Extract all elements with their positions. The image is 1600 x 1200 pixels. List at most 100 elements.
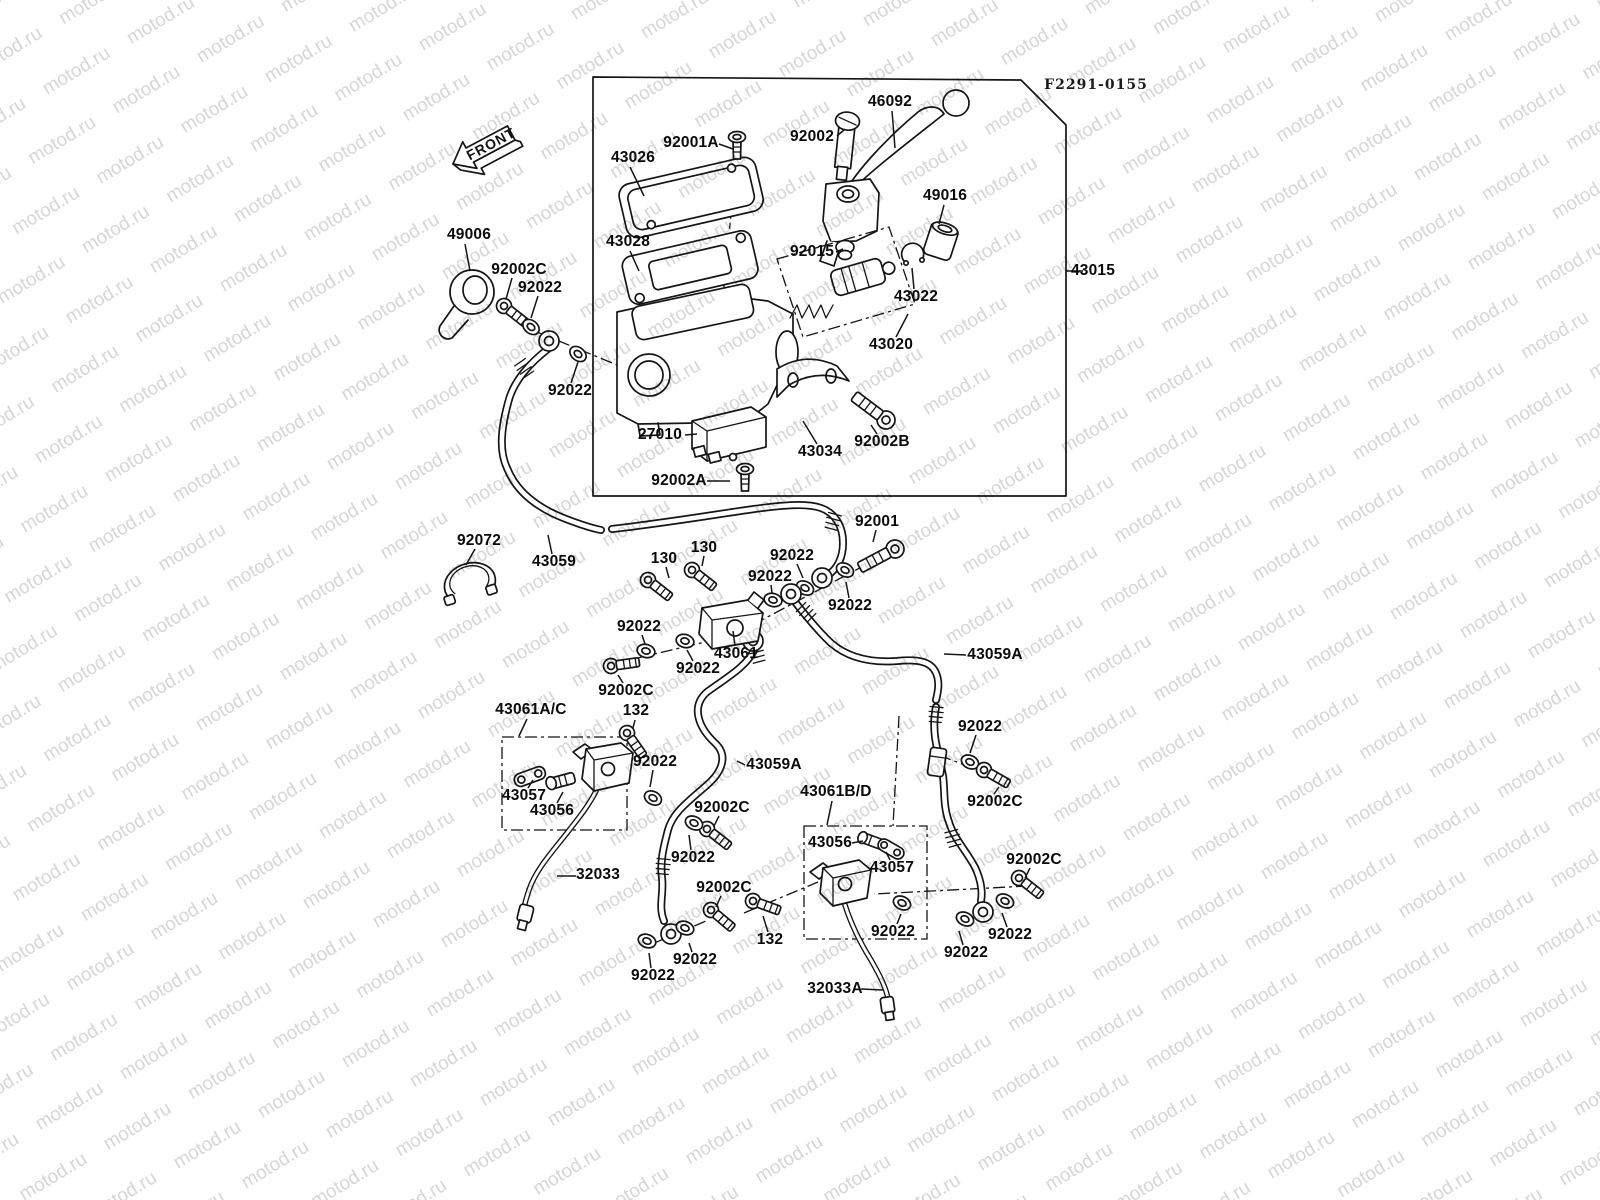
brake-hose-43059a-right (791, 598, 986, 905)
part-label-43057-34: 43057 (501, 787, 547, 804)
piston-kit-43020-drawing (776, 226, 916, 338)
leader-line-14 (684, 433, 698, 436)
leader-line-49 (993, 786, 1000, 795)
leader-line-15 (802, 420, 818, 445)
part-label-92022-42: 92022 (630, 967, 676, 984)
part-label-43057-45: 43057 (869, 859, 915, 876)
leader-line-12 (530, 295, 539, 319)
part-label-92022-46: 92022 (870, 923, 916, 940)
part-label-130-20: 130 (650, 550, 678, 567)
leader-line-3 (836, 128, 846, 137)
leader-line-29 (617, 674, 624, 684)
leader-line-22 (770, 584, 773, 594)
leader-line-26 (641, 634, 646, 645)
joint-43061ac-drawing (513, 742, 634, 792)
part-label-92002c-51: 92002C (1006, 851, 1062, 868)
part-label-46092-2: 46092 (867, 93, 913, 110)
part-label-92022-22: 92022 (747, 568, 793, 585)
leader-line-18 (465, 548, 476, 566)
joint-43061bd-drawing (809, 830, 905, 907)
leader-lines (464, 110, 1083, 991)
leader-line-41 (688, 942, 693, 953)
part-label-43026-1: 43026 (610, 149, 656, 166)
part-label-27010-14: 27010 (637, 426, 683, 443)
part-label-92022-33: 92022 (632, 753, 678, 770)
leader-line-45 (885, 851, 891, 861)
leader-line-6 (911, 267, 915, 290)
leader-line-40 (715, 895, 722, 908)
leader-line-23 (796, 563, 804, 579)
part-label-92002c-40: 92002C (696, 879, 752, 896)
part-label-92015-5: 92015 (789, 243, 835, 260)
part-label-92022-52: 92022 (987, 926, 1033, 943)
part-label-92002a-17: 92002A (651, 472, 707, 489)
group-box-43061bd (803, 825, 928, 940)
part-label-92002c-11: 92002C (491, 261, 547, 278)
leader-line-27 (732, 630, 736, 647)
leader-line-20 (665, 566, 670, 579)
brake-lever-drawing (819, 89, 970, 267)
part-label-43059a-37: 43059A (746, 756, 802, 773)
leader-line-33 (649, 769, 654, 788)
part-label-132-32: 132 (622, 702, 650, 719)
leader-line-2 (891, 110, 896, 149)
leader-line-30 (943, 653, 967, 656)
part-label-92002b-16: 92002B (854, 433, 910, 450)
part-label-43020-7: 43020 (868, 336, 914, 353)
bushing-49016-drawing (922, 221, 959, 262)
part-label-49016-4: 49016 (922, 187, 968, 204)
leader-line-19 (547, 534, 553, 555)
part-label-43015-8: 43015 (1070, 262, 1116, 279)
part-label-92002c-38: 92002C (694, 799, 750, 816)
leader-line-53 (958, 930, 964, 946)
leader-line-47 (860, 988, 884, 991)
leader-line-44 (851, 840, 864, 844)
leader-line-28 (686, 649, 694, 662)
leader-line-24 (872, 529, 877, 543)
assembly-box-43015 (592, 76, 1067, 497)
part-label-130-21: 130 (690, 539, 718, 556)
part-label-43034-15: 43034 (797, 443, 843, 460)
part-label-92022-41: 92022 (672, 951, 718, 968)
part-label-92022-25: 92022 (827, 597, 873, 614)
part-label-92001a-0: 92001A (663, 134, 719, 151)
part-label-92022-12: 92022 (517, 279, 563, 296)
leader-line-7 (895, 313, 909, 338)
leader-line-32 (632, 719, 636, 729)
leader-line-1 (629, 166, 645, 197)
leader-line-37 (736, 760, 746, 766)
brake-hose-43059a-middle (657, 644, 759, 925)
leader-line-4 (938, 204, 945, 225)
part-label-92002c-29: 92002C (598, 682, 654, 699)
part-label-49006-10: 49006 (446, 226, 492, 243)
diaphragm-plate-drawing (621, 229, 759, 306)
part-label-43059a-30: 43059A (967, 646, 1023, 663)
leader-line-39 (688, 834, 692, 851)
leader-line-11 (505, 277, 513, 300)
part-label-43056-44: 43056 (807, 834, 853, 851)
leader-line-10 (464, 243, 471, 272)
part-label-43056-35: 43056 (529, 802, 575, 819)
part-label-43059-19: 43059 (531, 553, 577, 570)
reservoir-cap-drawing (618, 156, 764, 239)
part-label-92002-3: 92002 (789, 128, 835, 145)
leader-line-35 (556, 791, 564, 804)
leader-line-50 (969, 734, 977, 754)
leader-line-5 (835, 248, 844, 253)
leader-line-42 (648, 952, 652, 969)
part-label-92022-13: 92022 (547, 382, 593, 399)
brake-switch-27010-drawing (691, 406, 767, 464)
part-label-92002c-49: 92002C (967, 793, 1023, 810)
part-label-92022-53: 92022 (943, 944, 989, 961)
leader-line-43 (826, 800, 833, 826)
part-label-92022-39: 92022 (670, 849, 716, 866)
part-label-43028-9: 43028 (605, 233, 651, 250)
leader-line-31 (518, 718, 528, 737)
part-label-32033a-47: 32033A (807, 980, 863, 997)
part-label-43022-6: 43022 (893, 288, 939, 305)
part-label-43061b-d-43: 43061B/D (800, 783, 872, 800)
fiche-code: F2291-0155 (1044, 77, 1148, 93)
part-label-32033-36: 32033 (575, 866, 621, 883)
